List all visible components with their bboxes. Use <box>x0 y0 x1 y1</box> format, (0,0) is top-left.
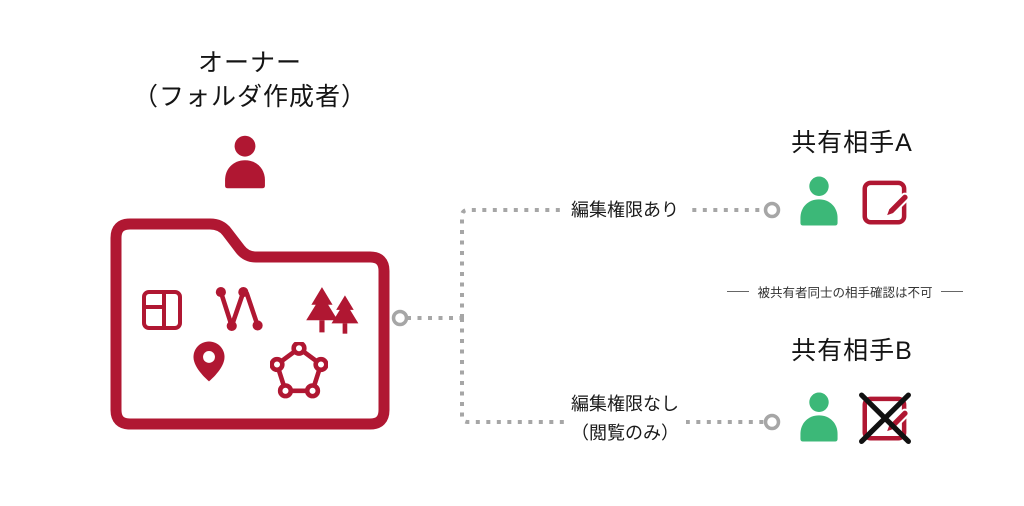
owner-title: オーナー （フォルダ作成者） <box>130 46 370 114</box>
pine-trees-icon <box>306 287 359 334</box>
network-graph-icon <box>215 287 263 331</box>
view-permission-label-line1: 編集権限なし <box>564 390 686 419</box>
owner-person-icon <box>225 135 265 189</box>
partner-a-person-icon <box>800 176 838 226</box>
document-edit-blocked-icon <box>859 392 911 444</box>
cross-mark <box>859 392 911 444</box>
owner-title-line2: （フォルダ作成者） <box>132 83 367 111</box>
view-permission-label: 編集権限なし （閲覧のみ） <box>545 390 705 448</box>
note-dash-left <box>727 290 750 292</box>
note-text: 被共有者同士の相手確認は不可 <box>757 285 933 300</box>
pentagon-graph-icon <box>270 342 328 399</box>
view-permission-label-line2: （閲覧のみ） <box>564 419 686 448</box>
partner-a-title: 共有相手A <box>791 129 913 157</box>
edit-permission-label-text: 編集権限あり <box>564 195 686 225</box>
partner-b-title: 共有相手B <box>791 337 913 365</box>
edit-permission-label: 編集権限あり <box>545 195 705 225</box>
connector-node-partner-b <box>763 413 781 431</box>
owner-title-line1: オーナー <box>197 49 302 77</box>
connector-node-partner-a <box>763 201 781 219</box>
note-dash-right <box>940 290 963 292</box>
layout-grid-icon <box>142 290 182 330</box>
map-pin-icon <box>193 341 225 382</box>
document-edit-icon <box>862 180 910 225</box>
folder-icon <box>110 218 390 430</box>
note: 被共有者同士の相手確認は不可 <box>700 281 990 301</box>
partner-b-person-icon <box>800 392 838 442</box>
